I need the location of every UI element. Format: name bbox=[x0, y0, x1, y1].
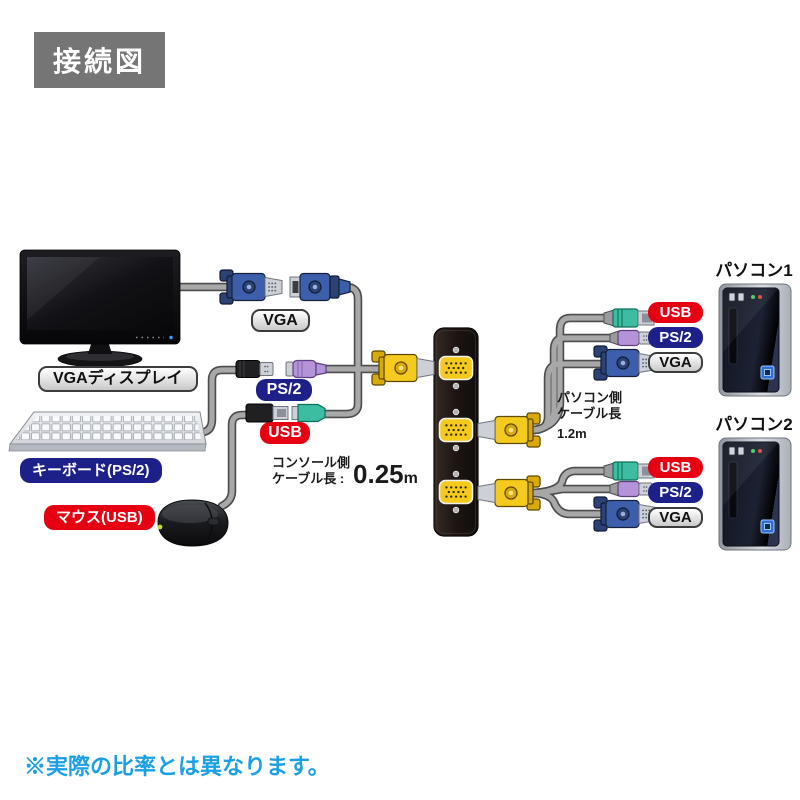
keyboard-ps2-male-connector bbox=[235, 359, 274, 379]
pc-cable-note: パソコン側 ケーブル長 1.2m bbox=[557, 390, 622, 442]
page-title: 接続図 bbox=[34, 32, 166, 88]
mouse-label: マウス(USB) bbox=[44, 505, 155, 530]
pc2-yellow-vga-connector bbox=[477, 475, 541, 511]
keyboard-ps2-female-connector bbox=[285, 359, 327, 379]
pc-cable-length: 1.2m bbox=[557, 425, 587, 441]
mouse-usb-male-connector bbox=[245, 403, 289, 423]
pc-note-line1: パソコン側 bbox=[557, 390, 623, 405]
pc2-port-labels: USB PS/2 VGA bbox=[648, 457, 703, 528]
scale-disclaimer: ※実際の比率とは異なります。 bbox=[24, 754, 330, 779]
console-note-line1: コンソール側 bbox=[272, 455, 351, 470]
console-cable-note: コンソール側 ケーブル長 : 0.25m bbox=[272, 455, 418, 488]
console-ps2-label: PS/2 bbox=[256, 379, 312, 401]
console-note-line2: ケーブル長 bbox=[272, 471, 337, 487]
pc2-ps2-label: PS/2 bbox=[648, 482, 703, 503]
display-vga-male-connector bbox=[219, 269, 283, 305]
console-yellow-vga-connector bbox=[371, 350, 435, 386]
display-label: VGAディスプレイ bbox=[38, 366, 198, 392]
mouse-usb-female-connector bbox=[291, 403, 326, 423]
kvm-switch bbox=[433, 327, 479, 537]
vga-display bbox=[19, 249, 181, 368]
console-note-separator: : bbox=[339, 471, 345, 487]
pc2-vga-label: VGA bbox=[648, 507, 703, 528]
pc2-vga-connector-blue bbox=[593, 496, 657, 532]
pc2-tower bbox=[718, 437, 792, 551]
pc1-vga-label: VGA bbox=[648, 352, 703, 373]
display-vga-female-connector bbox=[289, 272, 351, 302]
console-usb-label: USB bbox=[260, 422, 310, 444]
pc1-vga-connector-blue bbox=[593, 345, 657, 381]
pc1-port-labels: USB PS/2 VGA bbox=[648, 302, 703, 373]
pc2-usb-label: USB bbox=[648, 457, 703, 478]
keyboard-label: キーボード(PS/2) bbox=[20, 458, 162, 483]
pc2-ps2-connector-purple bbox=[609, 480, 653, 498]
pc1-usb-label: USB bbox=[648, 302, 703, 323]
pc-note-line2: ケーブル長 bbox=[557, 406, 622, 422]
console-cable-length: 0.25m bbox=[353, 458, 418, 489]
usb-mouse bbox=[157, 499, 229, 547]
pc1-tower bbox=[718, 283, 792, 397]
pc1-title: パソコン1 bbox=[715, 261, 793, 280]
pc1-usb-connector-green bbox=[603, 308, 655, 328]
console-vga-label: VGA bbox=[251, 309, 310, 332]
ps2-keyboard bbox=[8, 411, 207, 452]
pc2-usb-connector-green bbox=[603, 461, 655, 481]
pc1-ps2-connector-purple bbox=[609, 329, 653, 347]
pc1-yellow-vga-connector bbox=[477, 412, 541, 448]
pc2-title: パソコン2 bbox=[715, 415, 793, 434]
pc1-ps2-label: PS/2 bbox=[648, 327, 703, 348]
